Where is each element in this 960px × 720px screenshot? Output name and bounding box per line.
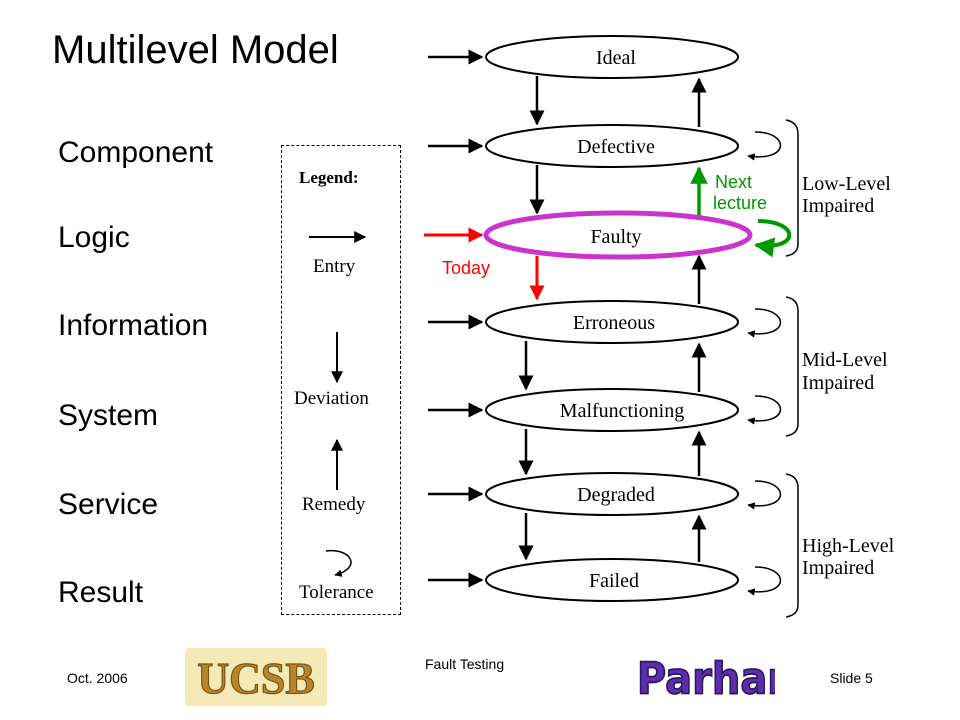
tolerance-loop-degraded [747,480,782,510]
next-lecture-label-1: Next [715,172,753,192]
group-high-label-2: Impaired [802,557,874,579]
state-erroneous [485,300,739,344]
tolerance-loop-faulty [754,219,792,258]
footer-title: Fault Testing [425,656,505,672]
state-degraded [485,472,739,516]
state-faulty [483,210,753,260]
level-system: System [58,399,159,432]
state-defective-label: Defective [577,136,655,158]
bracket-high-level [785,473,799,618]
page-title: Multilevel Model [52,28,339,72]
group-mid-label-1: Mid-Level [802,349,888,371]
tolerance-loop-failed [747,566,782,596]
ucsb-logo-text: UCSB [197,654,314,703]
footer-slide-number: Slide 5 [830,670,873,686]
state-erroneous-label: Erroneous [573,312,655,334]
state-malfunctioning-label: Malfunctioning [560,400,684,422]
state-ideal [485,35,739,79]
level-component: Component [58,136,214,169]
tolerance-loop-erroneous [747,308,782,338]
state-failed [485,558,739,602]
group-mid-label-2: Impaired [802,372,874,394]
parhami-logo: B. Parhami [577,642,824,708]
level-logic: Logic [58,221,130,254]
state-defective [485,124,739,168]
legend-title: Legend: [299,168,359,187]
state-ideal-label: Ideal [596,47,636,69]
group-high-label-1: High-Level [802,535,895,557]
tolerance-loop-malfunctioning [747,395,782,425]
footer-date: Oct. 2006 [67,670,128,686]
level-result: Result [58,576,144,609]
level-information: Information [58,309,209,342]
parhami-logo-text: B. Parhami [625,653,775,704]
state-degraded-label: Degraded [577,484,655,506]
state-failed-label: Failed [589,570,639,592]
today-label: Today [442,258,491,278]
legend-tolerance-arrow [325,550,352,577]
legend-remedy-label: Remedy [302,494,366,515]
level-service: Service [58,488,159,521]
state-faulty-label: Faulty [590,226,641,248]
legend-entry-label: Entry [313,256,356,277]
legend-tolerance-label: Tolerance [299,582,374,603]
ucsb-logo: UCSB [185,648,327,706]
bracket-mid-level [785,296,799,437]
tolerance-loop-defective [747,131,782,161]
group-low-label-2: Impaired [802,195,874,217]
legend-deviation-label: Deviation [294,388,369,409]
state-malfunctioning [485,388,739,432]
legend-box [281,145,401,615]
bracket-low-level [785,119,799,257]
next-lecture-label-2: lecture [713,193,768,213]
group-low-label-1: Low-Level [802,173,891,195]
